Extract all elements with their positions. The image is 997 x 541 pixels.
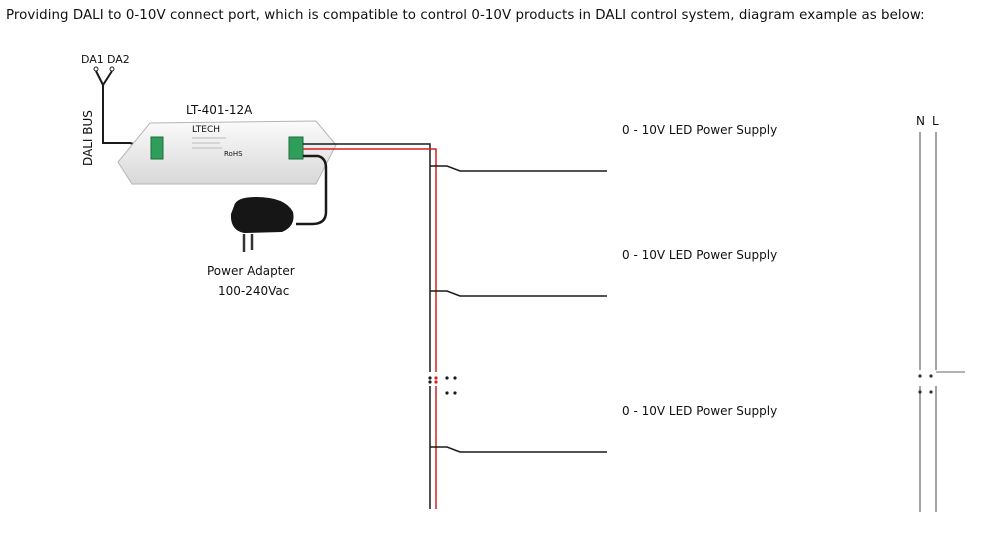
bus-black-wire	[303, 143, 431, 509]
mains-l-label: L	[932, 114, 939, 128]
mains-n-label: N	[916, 114, 925, 128]
driver-label: 0 - 10V LED Power Supply	[622, 248, 777, 262]
controller-output-terminal	[288, 136, 304, 160]
intro-text: Providing DALI to 0-10V connect port, wh…	[6, 8, 925, 23]
mains-continuation-dots	[918, 371, 965, 394]
dali-bus-label: DALI BUS	[81, 110, 95, 166]
da2-label: DA2	[107, 53, 130, 66]
adapter-cable	[296, 154, 328, 226]
controller-fine-print	[192, 137, 226, 149]
driver-row-1: 0 - 10V LED Power Supply LTECH	[430, 123, 777, 172]
adapter-prongs	[242, 234, 254, 252]
driver-input-wire: LTECH	[430, 446, 607, 453]
driver-label: 0 - 10V LED Power Supply	[622, 123, 777, 137]
bus-red-wire	[303, 148, 437, 509]
controller-lt-401-12a: LT-401-12A LTECH RoHS	[117, 103, 337, 185]
power-adapter: Power Adapter 100-240Vac	[207, 154, 328, 298]
adapter-label-2: 100-240Vac	[218, 284, 289, 298]
driver-rows: 0 - 10V LED Power Supply LTECH 0 - 10V L…	[430, 123, 777, 453]
driver-row: 0 - 10V LED Power Supply LTECH	[430, 123, 777, 172]
mains-lines: N L	[916, 114, 965, 512]
controller-model: LT-401-12A	[186, 103, 253, 117]
da1-terminal	[93, 66, 99, 72]
controller-brand: LTECH	[192, 125, 220, 135]
controller-input-terminal	[150, 136, 164, 160]
driver-row-3: 0 - 10V LED Power Supply LTECH	[430, 404, 777, 453]
controller-body	[117, 120, 337, 185]
controller-rohs: RoHS	[224, 150, 243, 158]
driver-input-wire: LTECH	[430, 290, 607, 297]
driver-input-wire: LTECH	[430, 165, 607, 172]
adapter-body	[230, 197, 294, 233]
adapter-label-1: Power Adapter	[207, 264, 295, 278]
driver-row: 0 - 10V LED Power Supply LTECH	[430, 404, 777, 453]
da2-terminal	[109, 66, 115, 72]
driver-label: 0 - 10V LED Power Supply	[622, 404, 777, 418]
dali-bus-input: DA1 DA2 DALI BUS	[81, 53, 151, 166]
driver-row: 0 - 10V LED Power Supply LTECH	[430, 248, 777, 297]
da1-label: DA1	[81, 53, 104, 66]
bus-continuation-dots	[428, 376, 457, 395]
driver-row-2: 0 - 10V LED Power Supply LTECH	[430, 248, 777, 297]
